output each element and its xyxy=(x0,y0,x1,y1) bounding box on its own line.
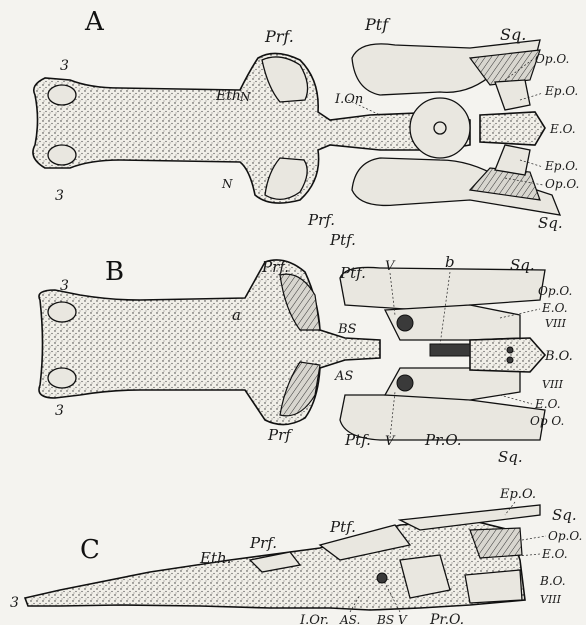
panel-c-label-v: V xyxy=(398,613,408,625)
panel-a-label-epo-bottom: Ep.O. xyxy=(544,159,578,173)
panel-b-label-3-bottom: 3 xyxy=(55,403,64,419)
panel-b-label-eo-top: E.O. xyxy=(541,301,568,315)
panel-c-label-viii: VIII xyxy=(540,593,562,606)
panel-b-label-prf-bottom: Prf xyxy=(267,426,293,444)
panel-a-label-ptf-top: Ptf xyxy=(364,15,391,34)
panel-a-label-sq-top: Sq. xyxy=(500,25,526,44)
panel-b-label-ptf-bottom: Ptf. xyxy=(344,431,371,449)
panel-c-label-epo: Ep.O. xyxy=(499,487,536,502)
panel-a-epiotic-bottom xyxy=(495,145,530,175)
panel-b-foramen-bo-1 xyxy=(507,347,513,353)
panel-b-label-v-top: V xyxy=(385,259,396,274)
panel-c-foramen xyxy=(377,573,387,583)
panel-c-label-eth: Eth. xyxy=(199,549,231,567)
panel-a-letter: A xyxy=(84,7,105,37)
panel-c-label-prf: Prf. xyxy=(249,534,277,552)
panel-c-label-pro: Pr.O. xyxy=(429,612,464,625)
panel-c: C Ep.O. Sq. Op.O. E.O. B.O. VIII Ptf. Pr… xyxy=(10,487,582,625)
panel-b-label-bo: B.O. xyxy=(544,349,573,364)
panel-a-label-opo-top: Op.O. xyxy=(535,52,569,66)
panel-c-opisthotic xyxy=(470,528,522,558)
panel-b-label-prf-top: Prf. xyxy=(261,258,289,276)
panel-b-foramen-top xyxy=(397,315,413,331)
panel-a-exoccipital xyxy=(480,112,545,145)
panel-b-rostrum xyxy=(39,260,380,425)
panel-c-label-sq: Sq. xyxy=(552,506,577,524)
panel-c-leader-opo xyxy=(522,536,546,540)
panel-c-basioccipital xyxy=(465,570,522,603)
panel-a-label-ion: I.On xyxy=(334,92,363,107)
panel-a-label-epo-top: Ep.O. xyxy=(544,84,578,98)
panel-a-epiotic-top xyxy=(495,80,530,110)
panel-a-label-sq-bottom: Sq. xyxy=(538,214,563,232)
panel-c-label-eo: E.O. xyxy=(541,547,568,561)
panel-b-label-as: AS xyxy=(334,369,353,384)
panel-c-label-ptf: Ptf. xyxy=(329,518,356,536)
panel-b-label-3-top: 3 xyxy=(60,278,69,294)
panel-b-label-pro: Pr.O. xyxy=(424,431,462,449)
panel-a-leader-ion xyxy=(348,100,380,115)
panel-b-label-a: a xyxy=(232,306,241,324)
panel-b-letter: B xyxy=(105,257,124,287)
panel-a-label-3-bottom: 3 xyxy=(55,188,64,204)
panel-a-label-eth: Eth xyxy=(215,88,241,104)
panel-a-label-n-top: N xyxy=(239,90,251,104)
panel-b-label-viii-top: VIII xyxy=(545,317,567,330)
panel-a-label-prf-bottom: Prf. xyxy=(307,211,335,229)
panel-c-label-3: 3 xyxy=(10,595,19,611)
panel-a-label-prf-top: Prf. xyxy=(264,27,294,46)
panel-b-label-sq-top: Sq. xyxy=(510,256,535,274)
panel-b-label-eo-bottom: E.O. xyxy=(534,397,561,411)
panel-c-letter: C xyxy=(80,535,100,565)
panel-b-label-opo-top: Op.O. xyxy=(538,284,572,298)
panel-c-label-as: AS. xyxy=(339,613,360,625)
panel-a-label-3-top: 3 xyxy=(60,58,69,74)
panel-c-label-bo: B.O. xyxy=(539,574,566,588)
panel-c-label-opo: Op.O. xyxy=(548,529,582,543)
panel-b-label-bs: BS xyxy=(337,322,357,337)
panel-b-label-sq-bottom: Sq. xyxy=(498,448,523,466)
panel-c-label-ior: I.Or. xyxy=(299,613,329,625)
panel-a-label-opo-bottom: Op.O. xyxy=(545,177,579,191)
panel-c-label-bs: BS xyxy=(376,613,394,625)
panel-b: B 3 3 Prf. Ptf. V b Sq. a Op.O. E.O. VII… xyxy=(39,253,573,466)
panel-a-label-n-bottom: N xyxy=(221,177,233,191)
panel-b-label-ptf-top: Ptf. xyxy=(339,264,366,282)
panel-b-label-viii-bottom: VIII xyxy=(542,378,564,391)
panel-a-nasal-knob-top xyxy=(48,85,76,105)
panel-b-nasal-knob-bottom xyxy=(48,368,76,388)
panel-a-supraoccipital-center xyxy=(434,122,446,134)
panel-a-nasal-knob-bottom xyxy=(48,145,76,165)
panel-b-basioccipital xyxy=(470,338,545,372)
panel-a-label-ptf-bottom: Ptf. xyxy=(329,231,356,249)
panel-a-label-eo: E.O. xyxy=(549,122,576,136)
panel-b-foramen-bo-2 xyxy=(507,357,513,363)
panel-b-label-opo-bottom: Op O. xyxy=(530,414,564,428)
panel-b-label-b: b xyxy=(445,253,455,271)
panel-b-foramen-bottom xyxy=(397,375,413,391)
panel-b-leader-eo-bottom xyxy=(500,395,532,404)
panel-a: A Prf. Ptf Sq. Eth N I.On Op.O. Ep.O. E.… xyxy=(33,7,579,249)
panel-b-midline-dark xyxy=(430,344,470,356)
panel-b-nasal-knob-top xyxy=(48,302,76,322)
